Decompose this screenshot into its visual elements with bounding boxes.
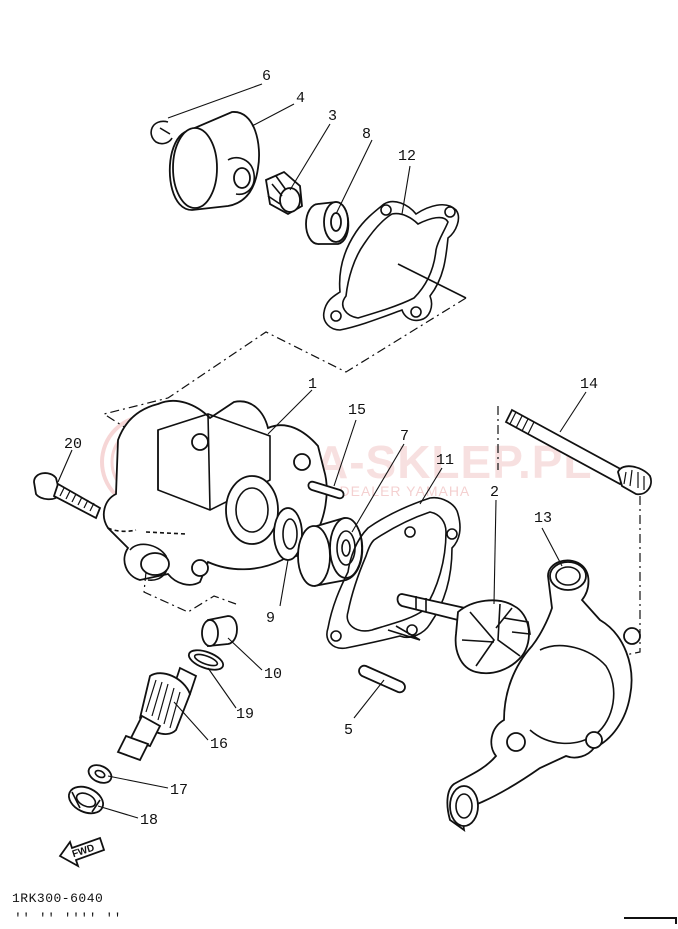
part-13-pump-cover	[446, 559, 641, 833]
assembly-boundary-line	[102, 297, 467, 447]
part-4-gear-cup	[168, 111, 260, 211]
footer-text: '' '' '''' ''	[14, 911, 122, 926]
part-5-pin	[358, 664, 406, 694]
part-18-bearing	[68, 785, 104, 815]
callout-20: 20	[64, 436, 82, 453]
callout-18: 18	[140, 812, 158, 829]
part-6-circlip	[150, 120, 173, 145]
callout-2: 2	[490, 484, 499, 501]
part-7-bearing	[297, 517, 364, 587]
callout-17: 17	[170, 782, 188, 799]
part-11-gasket	[326, 496, 461, 650]
part-10-collar	[201, 615, 238, 647]
leader-lines	[57, 83, 587, 819]
callout-8: 8	[362, 126, 371, 143]
callout-5: 5	[344, 722, 353, 739]
part-12-gasket	[322, 200, 467, 331]
part-19-o-ring	[187, 649, 225, 671]
part-1-pump-housing	[102, 399, 328, 586]
part-2-impeller-shaft	[396, 593, 531, 675]
callout-15: 15	[348, 402, 366, 419]
callout-6: 6	[262, 68, 271, 85]
callout-12: 12	[398, 148, 416, 165]
callout-11: 11	[436, 452, 454, 469]
callout-10: 10	[264, 666, 282, 683]
callout-9: 9	[266, 610, 275, 627]
part-8-bearing	[305, 201, 350, 245]
callout-19: 19	[236, 706, 254, 723]
part-14-long-bolt	[504, 408, 652, 496]
callout-3: 3	[328, 108, 337, 125]
fwd-arrow-icon: FWD	[58, 836, 106, 868]
part-16-gear-shaft	[116, 666, 198, 762]
part-20-bolt	[33, 472, 102, 520]
part-17-washer	[87, 764, 113, 784]
callout-16: 16	[210, 736, 228, 753]
callout-14: 14	[580, 376, 598, 393]
housing-lower-boundary	[143, 571, 237, 613]
part-15-dowel-pin	[307, 480, 345, 500]
callout-13: 13	[534, 510, 552, 527]
callout-1: 1	[308, 376, 317, 393]
callout-labels: 6 4 3 8 12 1 15 7 11 2 13 14 20 9 10 19 …	[64, 68, 598, 829]
part-3-small-impeller	[264, 170, 303, 216]
callout-4: 4	[296, 90, 305, 107]
corner-mark	[624, 917, 677, 924]
part-code: 1RK300-6040	[12, 891, 103, 906]
callout-7: 7	[400, 428, 409, 445]
